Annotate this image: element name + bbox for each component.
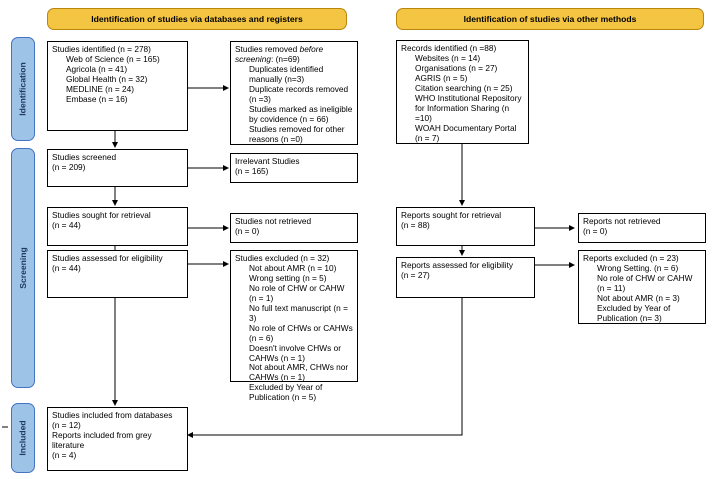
- db-excluded-title: Studies excluded (n = 32): [235, 253, 330, 263]
- db-source-item: Global Health (n = 32): [66, 73, 148, 84]
- box-reports-assessed: Reports assessed for eligibility (n = 27…: [396, 257, 535, 298]
- reports-assessed-line2: (n = 27): [401, 269, 430, 280]
- box-studies-sought: Studies sought for retrieval (n = 44): [47, 207, 188, 246]
- irrelevant-line1: Irrelevant Studies: [235, 156, 300, 166]
- removed-item: Studies marked as ineligible by covidenc…: [249, 103, 353, 124]
- removed-item: Duplicate records removed (n =3): [249, 83, 349, 104]
- header-other-label: Identification of studies via other meth…: [463, 14, 637, 24]
- db-excluded-item: Not about AMR, CHWs nor CAHWs (n = 1): [249, 362, 349, 383]
- sought-line1: Studies sought for retrieval: [52, 210, 151, 220]
- box-studies-included: Studies included from databases (n = 12)…: [47, 407, 188, 471]
- included-line2: (n = 12): [52, 419, 81, 430]
- screened-line1: Studies screened: [52, 152, 117, 162]
- box-studies-not-retrieved: Studies not retrieved (n = 0): [230, 213, 358, 243]
- box-studies-excluded: Studies excluded (n = 32) Not about AMR …: [230, 250, 358, 402]
- db-excluded-item: Not about AMR (n = 10): [249, 262, 337, 273]
- phase-screening: Screening: [11, 148, 35, 388]
- db-source-item: MEDLINE (n = 24): [66, 83, 135, 94]
- included-line4: (n = 4): [52, 449, 77, 460]
- included-line1: Studies included from databases: [52, 410, 173, 420]
- removed-title-suffix: : (n=69): [270, 53, 300, 64]
- studies-identified-title: Studies identified (n = 278): [52, 44, 151, 54]
- reports-excluded-item: Wrong Setting. (n = 6): [597, 262, 679, 273]
- db-source-item: Agricola (n = 41): [66, 63, 128, 74]
- box-reports-sought: Reports sought for retrieval (n = 88): [396, 207, 535, 246]
- removed-item: Studies removed for other reasons (n =0): [249, 123, 345, 144]
- removed-title-italic: before screening: [235, 44, 324, 64]
- removed-item: Duplicates identified manually (n=3): [249, 63, 324, 84]
- other-source-item: AGRIS (n = 5): [415, 72, 468, 83]
- db-excluded-item: Wrong setting (n = 5): [249, 272, 327, 283]
- reports-excluded-item: No role of CHW or CAHW (n = 11): [597, 272, 693, 293]
- db-excluded-item: Excluded by Year of Publication (n = 5): [249, 382, 323, 403]
- other-source-item: WHO Institutional Repository for Informa…: [415, 92, 522, 123]
- reports-not-retrieved-line1: Reports not retrieved: [583, 216, 661, 226]
- db-source-item: Web of Science (n = 165): [66, 53, 160, 64]
- box-studies-identified: Studies identified (n = 278) Web of Scie…: [47, 41, 188, 131]
- reports-sought-line2: (n = 88): [401, 219, 430, 230]
- records-identified-title: Records identified (n =88): [401, 43, 497, 53]
- box-studies-removed: Studies removed before screening: (n=69)…: [230, 41, 358, 145]
- other-source-item: Organisations (n = 27): [415, 62, 498, 73]
- db-source-item: Embase (n = 16): [66, 93, 128, 104]
- reports-not-retrieved-line2: (n = 0): [583, 225, 608, 236]
- box-studies-screened: Studies screened (n = 209): [47, 149, 188, 187]
- assessed-line2: (n = 44): [52, 262, 81, 273]
- removed-title-prefix: Studies removed: [235, 44, 300, 54]
- box-records-identified: Records identified (n =88) Websites (n =…: [396, 40, 529, 144]
- phase-included: Included: [11, 403, 35, 473]
- other-source-item: Websites (n = 14): [415, 52, 481, 63]
- other-source-item: Citation searching (n = 25): [415, 82, 513, 93]
- header-other-methods: Identification of studies via other meth…: [396, 8, 704, 30]
- arrow-reports-to-included: [187, 298, 463, 438]
- reports-excluded-title: Reports excluded (n = 23): [583, 253, 679, 263]
- irrelevant-line2: (n = 165): [235, 165, 269, 176]
- box-reports-excluded: Reports excluded (n = 23) Wrong Setting.…: [578, 250, 706, 324]
- screened-line2: (n = 209): [52, 161, 86, 172]
- box-studies-assessed: Studies assessed for eligibility (n = 44…: [47, 250, 188, 298]
- reports-excluded-item: Not about AMR (n = 3): [597, 292, 680, 303]
- db-excluded-item: No role of CHW or CAHW (n = 1): [249, 282, 345, 303]
- header-databases-label: Identification of studies via databases …: [91, 14, 303, 24]
- studies-removed-title: Studies removed before screening: (n=69): [235, 44, 353, 65]
- not-retrieved-line1: Studies not retrieved: [235, 216, 312, 226]
- reports-assessed-line1: Reports assessed for eligibility: [401, 260, 514, 270]
- not-retrieved-line2: (n = 0): [235, 225, 260, 236]
- box-irrelevant-studies: Irrelevant Studies (n = 165): [230, 153, 358, 183]
- other-source-item: WOAH Documentary Portal (n = 7): [415, 122, 517, 143]
- db-excluded-item: No full text manuscript (n = 3): [249, 302, 348, 323]
- sought-line2: (n = 44): [52, 219, 81, 230]
- assessed-line1: Studies assessed for eligibility: [52, 253, 163, 263]
- included-line3: Reports included from grey literature: [52, 429, 152, 450]
- db-excluded-item: Doesn't involve CHWs or CAHWs (n = 1): [249, 342, 341, 363]
- db-excluded-item: No role of CHWs or CAHWs (n = 6): [249, 322, 353, 343]
- box-reports-not-retrieved: Reports not retrieved (n = 0): [578, 213, 706, 243]
- header-databases: Identification of studies via databases …: [47, 8, 347, 30]
- reports-excluded-item: Excluded by Year of Publication (n= 3): [597, 302, 671, 323]
- phase-identification: Identification: [11, 37, 35, 141]
- reports-sought-line1: Reports sought for retrieval: [401, 210, 502, 220]
